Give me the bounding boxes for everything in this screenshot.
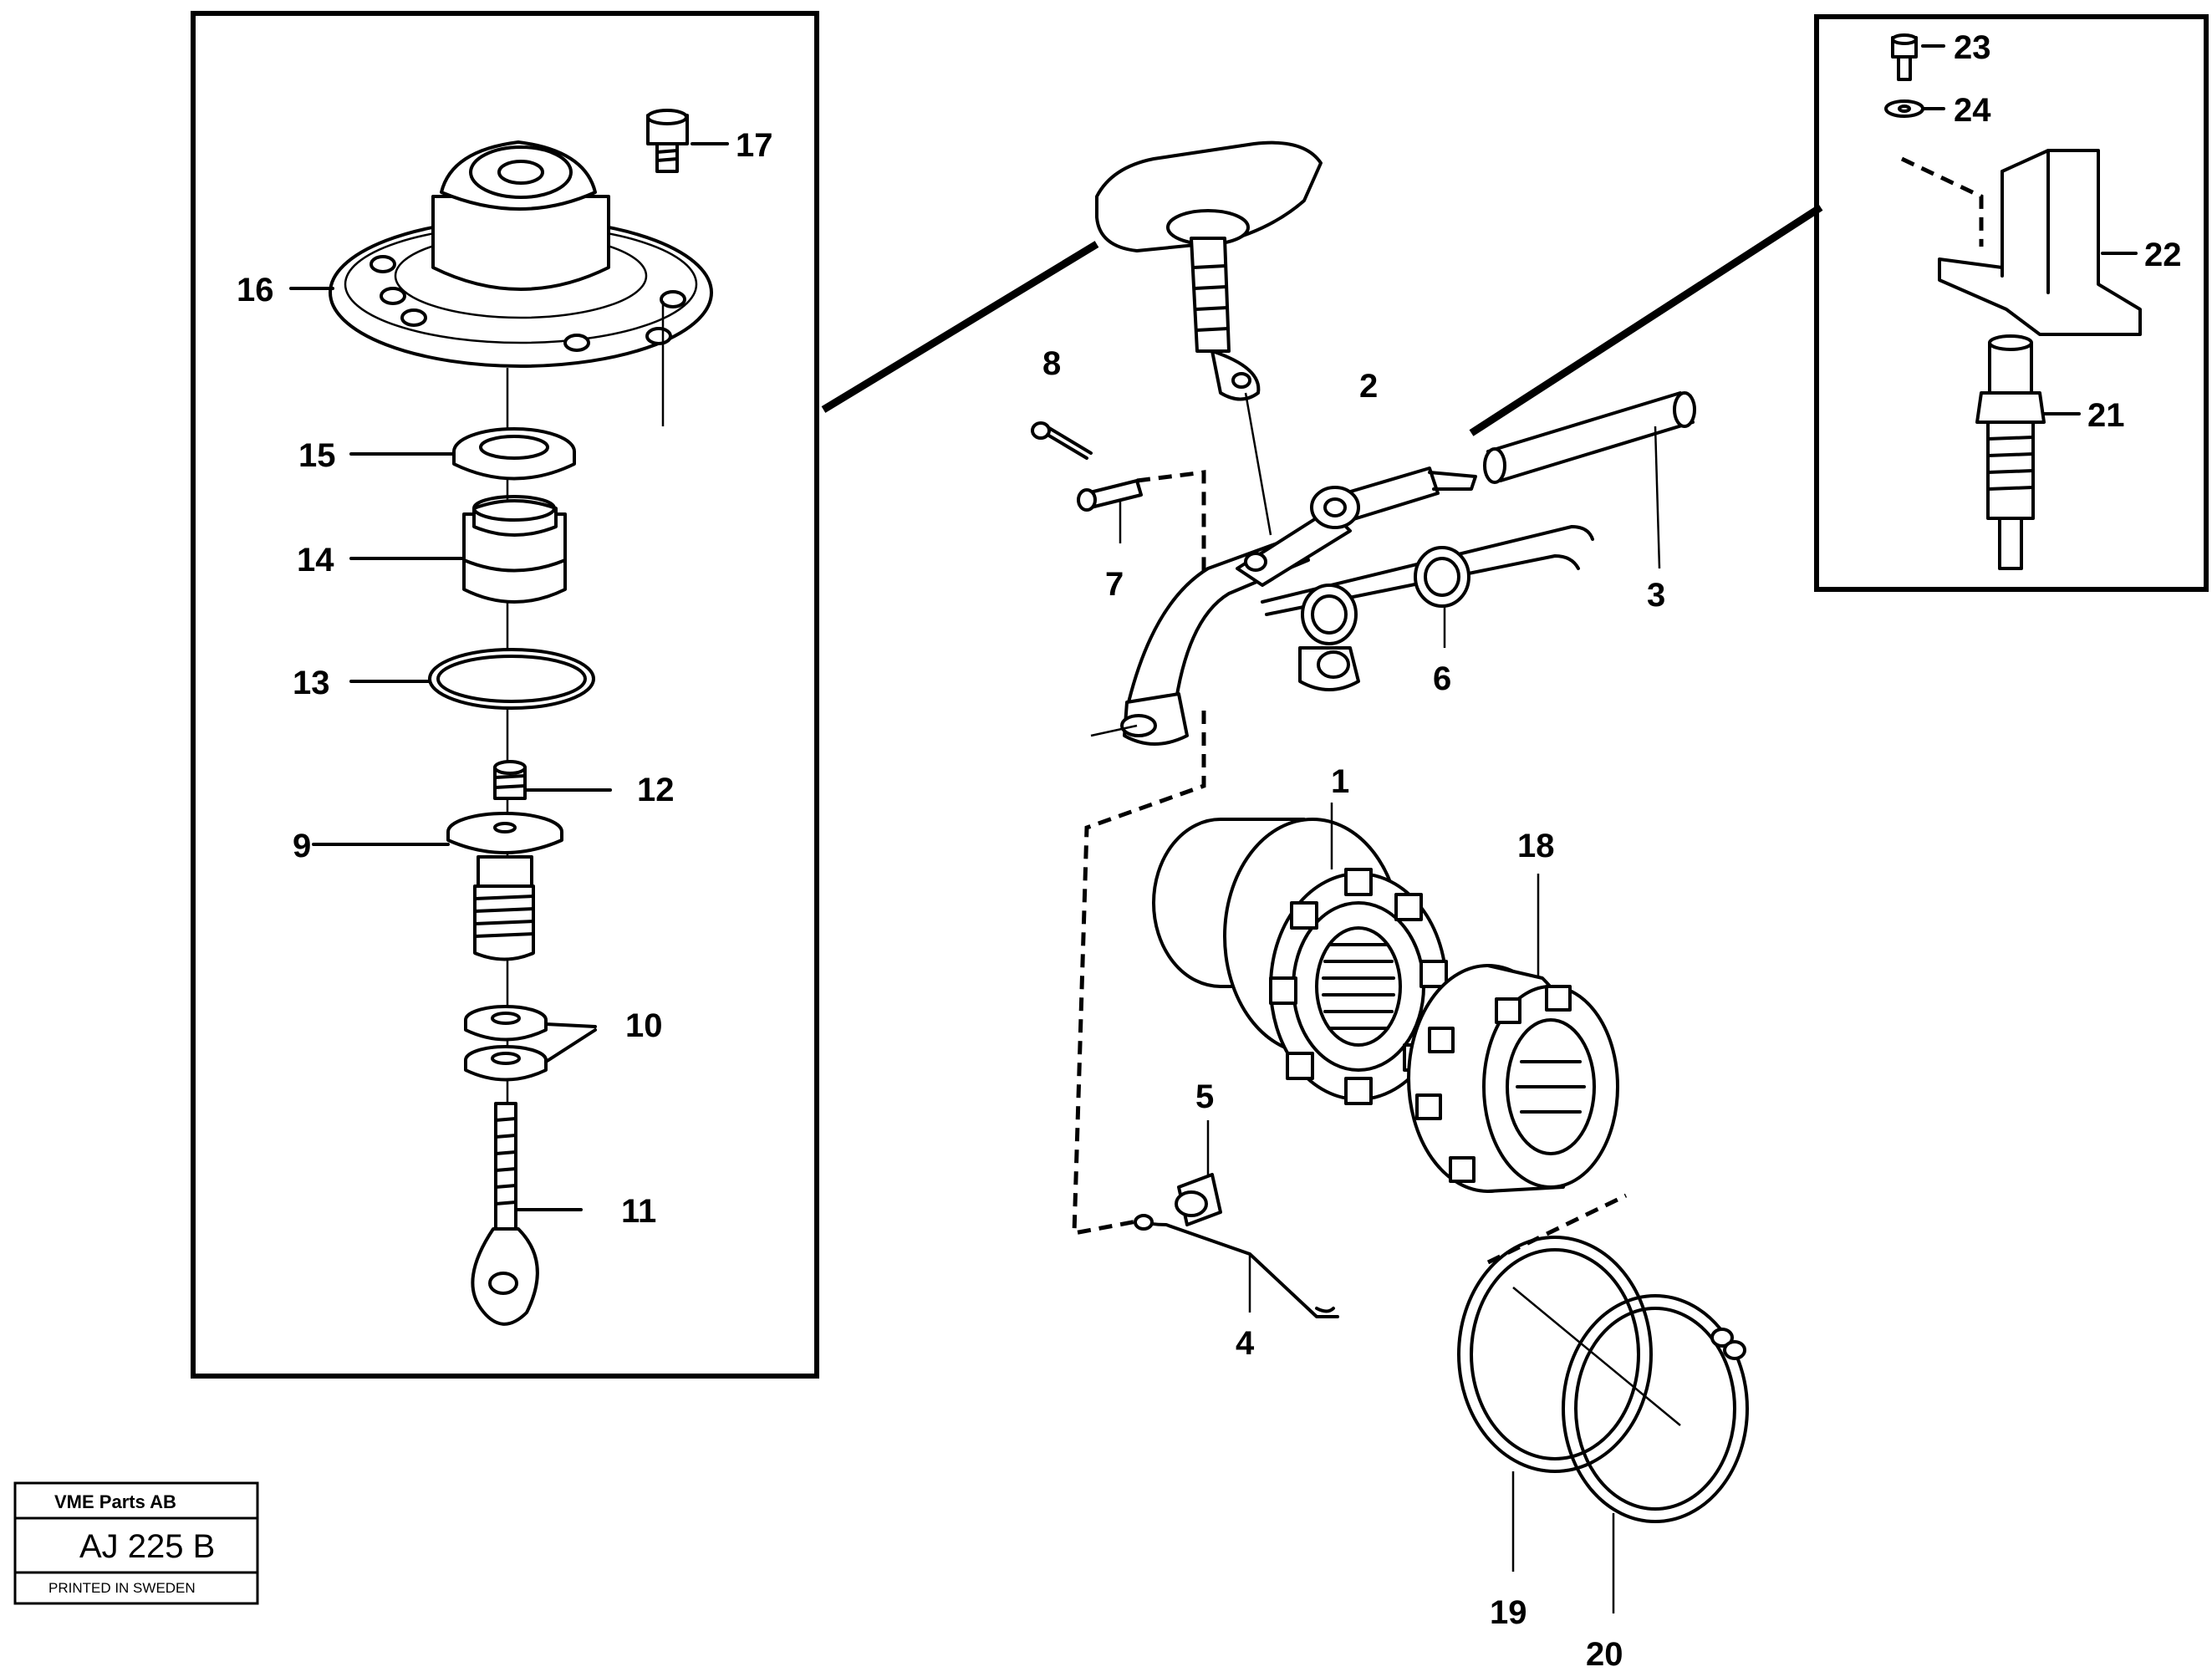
label-20: 20 xyxy=(1586,1636,1623,1673)
part-11-eye-bolt xyxy=(471,1102,539,1326)
assembly-dash-pin xyxy=(1136,470,1206,577)
label-13: 13 xyxy=(293,665,330,701)
label-3: 3 xyxy=(1647,577,1665,614)
part-12-set-screw xyxy=(493,760,527,800)
part-8-cotter-pin xyxy=(1031,421,1093,460)
detail-connector-left xyxy=(821,241,1099,413)
label-14: 14 xyxy=(297,542,334,579)
detail-box-left xyxy=(191,11,819,1379)
leader-lines-left xyxy=(289,142,729,1211)
part-7-pin xyxy=(1077,479,1143,543)
part-20-circlip xyxy=(1512,1287,1749,1613)
label-22: 22 xyxy=(2144,237,2182,273)
part-17-bolt xyxy=(646,109,689,173)
part-18-sliding-sleeve xyxy=(1407,874,1619,1193)
title-block-printed: PRINTED IN SWEDEN xyxy=(48,1580,196,1596)
part-4-spring-wire xyxy=(1134,1214,1339,1318)
part-21-sensor xyxy=(1975,334,2081,570)
label-2: 2 xyxy=(1359,368,1378,405)
title-block-company: VME Parts AB xyxy=(54,1491,176,1512)
callout-labels: 16 17 15 14 13 12 9 10 11 8 7 2 3 6 1 18… xyxy=(237,29,2182,1673)
label-16: 16 xyxy=(237,272,274,308)
fork-lever xyxy=(1090,508,1352,746)
title-block-code: AJ 225 B xyxy=(79,1528,215,1565)
label-11: 11 xyxy=(621,1193,656,1230)
assembly-dash-bracket xyxy=(1900,156,1984,247)
assembly-dash-fork xyxy=(1072,711,1206,1236)
label-10: 10 xyxy=(625,1007,663,1044)
part-6-springs xyxy=(1261,525,1594,691)
label-12: 12 xyxy=(637,772,675,808)
part-2-lever xyxy=(1310,466,1477,529)
part-22-bracket xyxy=(1938,149,2142,336)
label-9: 9 xyxy=(293,828,311,864)
label-19: 19 xyxy=(1490,1594,1527,1631)
label-24: 24 xyxy=(1954,92,1991,129)
title-block: VME Parts AB AJ 225 B PRINTED IN SWEDEN xyxy=(13,1481,259,1605)
part-10-nuts xyxy=(464,1005,548,1082)
detail-connector-right xyxy=(1469,204,1823,436)
part-19-snap-ring xyxy=(1457,1236,1653,1572)
label-1: 1 xyxy=(1331,763,1349,800)
label-7: 7 xyxy=(1105,566,1124,603)
label-4: 4 xyxy=(1236,1325,1255,1362)
part-23-screw xyxy=(1891,33,1945,81)
part-14-bushing xyxy=(462,495,567,604)
label-6: 6 xyxy=(1433,660,1451,697)
detail-box-right xyxy=(1814,14,2209,592)
part-15-seal-ring xyxy=(452,427,576,481)
label-15: 15 xyxy=(298,437,336,474)
label-17: 17 xyxy=(736,127,773,164)
pedal-plate xyxy=(1095,140,1323,536)
part-13-o-ring xyxy=(428,648,595,710)
part-1-coupling-sleeve xyxy=(1152,803,1448,1105)
part-3-handle xyxy=(1483,391,1696,569)
label-8: 8 xyxy=(1042,345,1061,382)
label-5: 5 xyxy=(1195,1078,1214,1115)
label-18: 18 xyxy=(1517,828,1555,864)
part-5-grease-nipple xyxy=(1175,1120,1222,1226)
label-21: 21 xyxy=(2087,397,2125,434)
label-23: 23 xyxy=(1954,29,1991,66)
part-16-flange-housing xyxy=(329,140,713,426)
part-24-washer xyxy=(1884,99,1945,118)
part-9-stud xyxy=(446,812,563,961)
